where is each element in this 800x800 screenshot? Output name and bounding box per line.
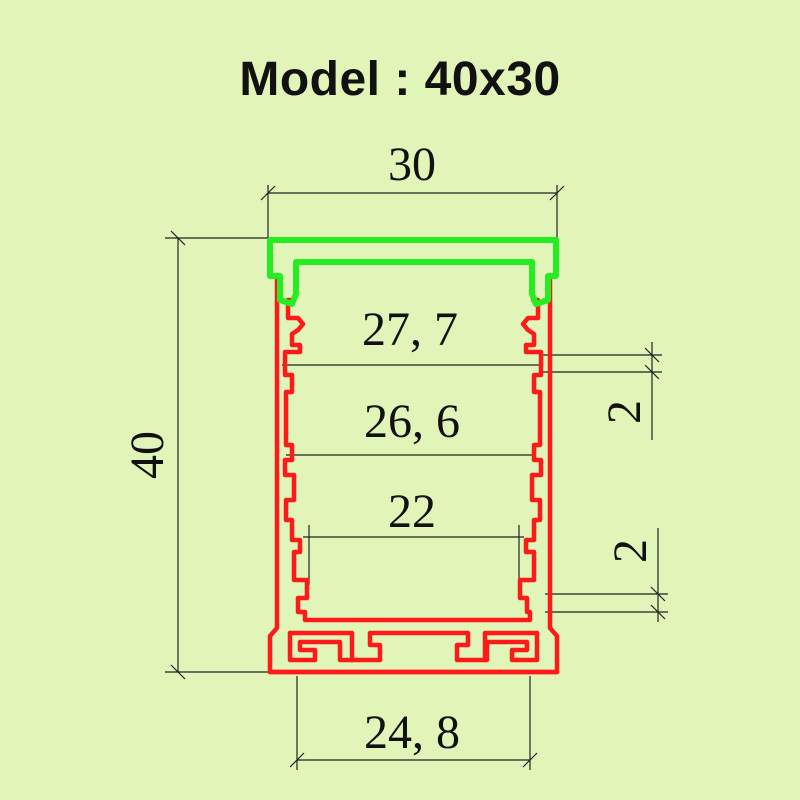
dim-slot-lower: 2 [545, 528, 668, 622]
dim-label-26-6: 26, 6 [364, 395, 460, 448]
dim-height: 40 [121, 230, 275, 680]
dim-label-40: 40 [121, 431, 174, 479]
dim-label-30: 30 [388, 138, 436, 191]
dim-label-22: 22 [388, 485, 436, 538]
diffuser-cover [267, 237, 559, 307]
aluminium-profile [267, 272, 560, 675]
dim-label-2-upper: 2 [598, 400, 651, 424]
dim-label-27-7: 27, 7 [362, 303, 458, 356]
dim-inner-channel [303, 525, 524, 585]
dim-inner-22: 22 [286, 454, 536, 538]
dim-slot-upper: 2 [540, 342, 662, 440]
model-title: Model : 40x30 [239, 53, 561, 106]
dim-inner-26-6: 26, 6 [282, 364, 540, 448]
dim-label-2-lower: 2 [604, 539, 657, 563]
dim-label-24-8: 24, 8 [364, 706, 460, 759]
dim-bottom-width: 24, 8 [289, 676, 538, 770]
dim-top-width: 30 [260, 138, 565, 238]
